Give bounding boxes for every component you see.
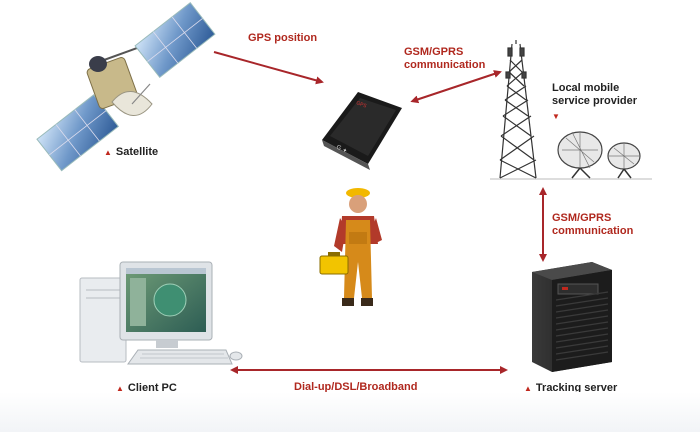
gsm-gprs-top-line2: communication [404, 59, 486, 71]
caret-up-icon: ▲ [104, 148, 112, 157]
arrow-gsm-top [410, 70, 502, 104]
server-rack-icon [532, 262, 612, 372]
svg-text:G ✦: G ✦ [335, 144, 348, 156]
arrow-gps-position [213, 51, 324, 85]
satellite-icon [36, 1, 216, 172]
caret-down-icon: ▼ [552, 112, 560, 121]
dialup-label: Dial-up/DSL/Broadband [294, 381, 418, 393]
gsm-gprs-right-label: GSM/GPRS communication [552, 212, 633, 238]
client-pc-icon [79, 261, 243, 365]
caret-up-icon: ▲ [524, 384, 532, 393]
client-pc-text: Client PC [127, 382, 177, 394]
gsm-gprs-top-label: GSM/GPRS communication [404, 46, 485, 72]
gsm-gprs-top-line1: GSM/GPRS [404, 46, 464, 58]
tracking-server-label: ▲ Tracking server [524, 382, 617, 395]
satellite-text: Satellite [115, 146, 159, 158]
gps-position-label: GPS position [248, 32, 318, 44]
floor-reflection [0, 392, 700, 432]
provider-label: Local mobile service provider ▼ [552, 82, 637, 123]
gsm-gprs-right-line2: communication [552, 225, 634, 237]
technician-icon [319, 188, 382, 306]
cell-tower-icon [499, 40, 537, 179]
gps-tracker-icon: GPS G ✦ [322, 92, 402, 170]
client-pc-label: ▲ Client PC [116, 382, 177, 395]
provider-line1: Local mobile [552, 82, 620, 94]
dish-antenna-icon [490, 131, 652, 180]
svg-text:GPS: GPS [355, 100, 368, 109]
provider-line2: service provider [552, 95, 637, 107]
caret-up-icon: ▲ [116, 384, 124, 393]
gsm-gprs-right-line1: GSM/GPRS [552, 212, 612, 224]
satellite-label: ▲ Satellite [104, 146, 158, 159]
tracking-server-text: Tracking server [535, 382, 618, 394]
